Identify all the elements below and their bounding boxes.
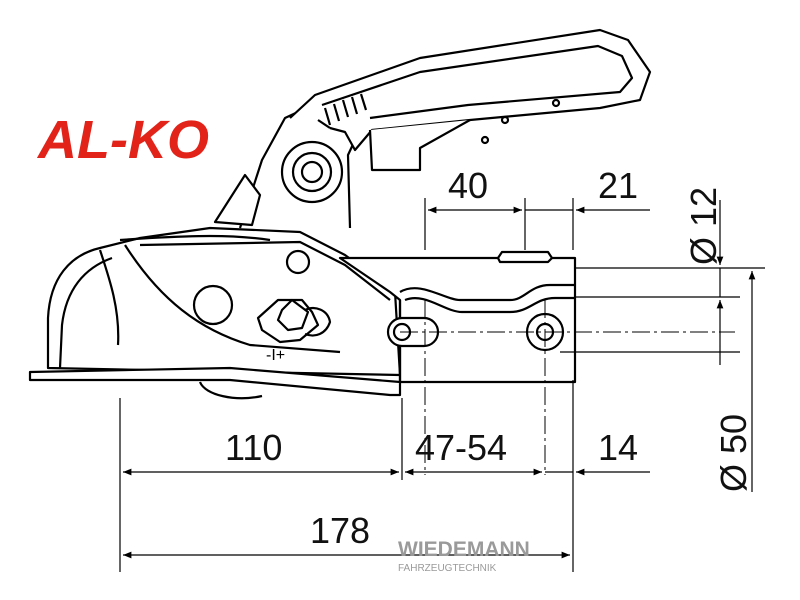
wear-indicator-label: -I+ <box>266 347 285 364</box>
center-lines <box>400 300 735 475</box>
dim-14: 14 <box>598 427 638 468</box>
dim-dia50: Ø 50 <box>713 414 754 492</box>
dim-178: 178 <box>310 510 370 551</box>
coupling-body <box>28 28 652 400</box>
alko-logo: AL-KO <box>36 110 209 170</box>
svg-text:FAHRZEUGTECHNIK: FAHRZEUGTECHNIK <box>398 563 497 574</box>
svg-text:WIEDEMANN: WIEDEMANN <box>398 538 530 561</box>
watermark: WIEDEMANN FAHRZEUGTECHNIK <box>398 538 530 574</box>
dim-47-54: 47-54 <box>415 427 507 468</box>
dim-dia12: Ø 12 <box>683 187 724 265</box>
dimension-lines <box>119 198 765 572</box>
dim-40: 40 <box>448 165 488 206</box>
dim-110: 110 <box>225 427 282 468</box>
dim-21: 21 <box>598 165 638 206</box>
